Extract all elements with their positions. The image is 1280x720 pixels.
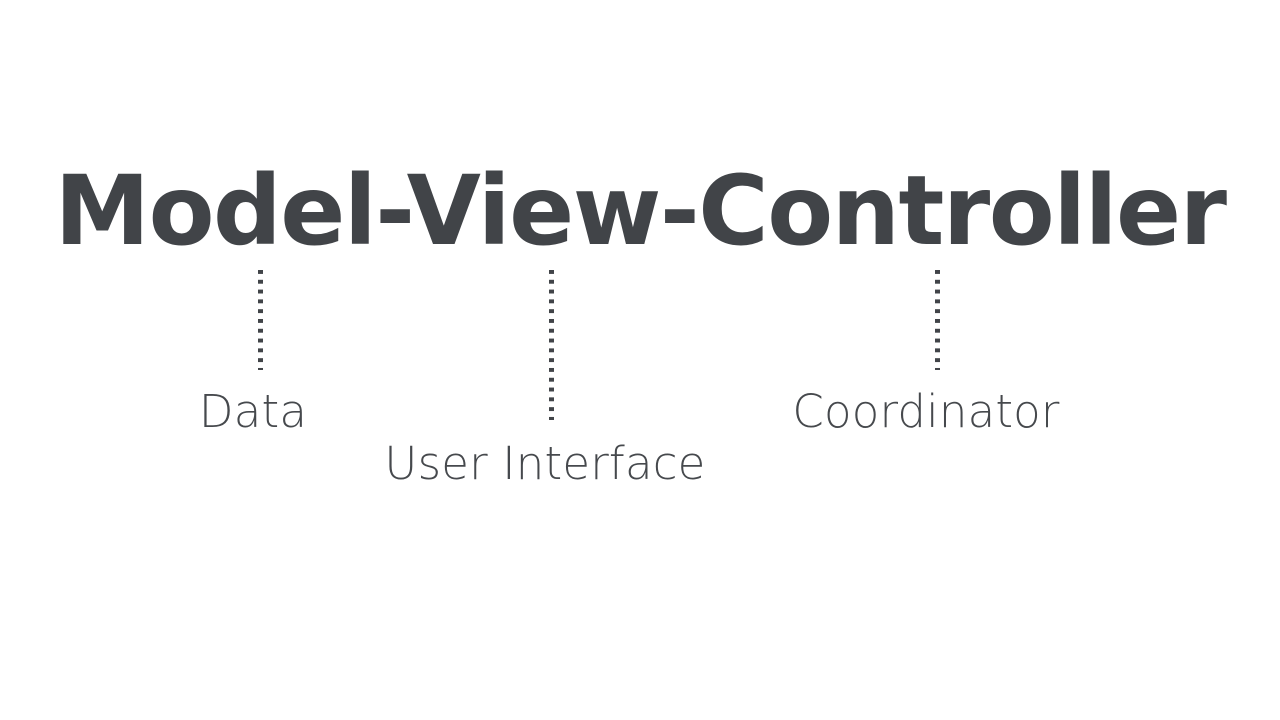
connector-line-view <box>549 270 554 420</box>
label-view-user-interface: User Interface <box>384 437 706 490</box>
page-title: Model-View-Controller <box>54 155 1227 267</box>
connector-line-model <box>258 270 263 370</box>
connector-line-controller <box>935 270 940 370</box>
label-model-data: Data <box>198 385 308 438</box>
label-controller-coordinator: Coordinator <box>792 385 1060 438</box>
